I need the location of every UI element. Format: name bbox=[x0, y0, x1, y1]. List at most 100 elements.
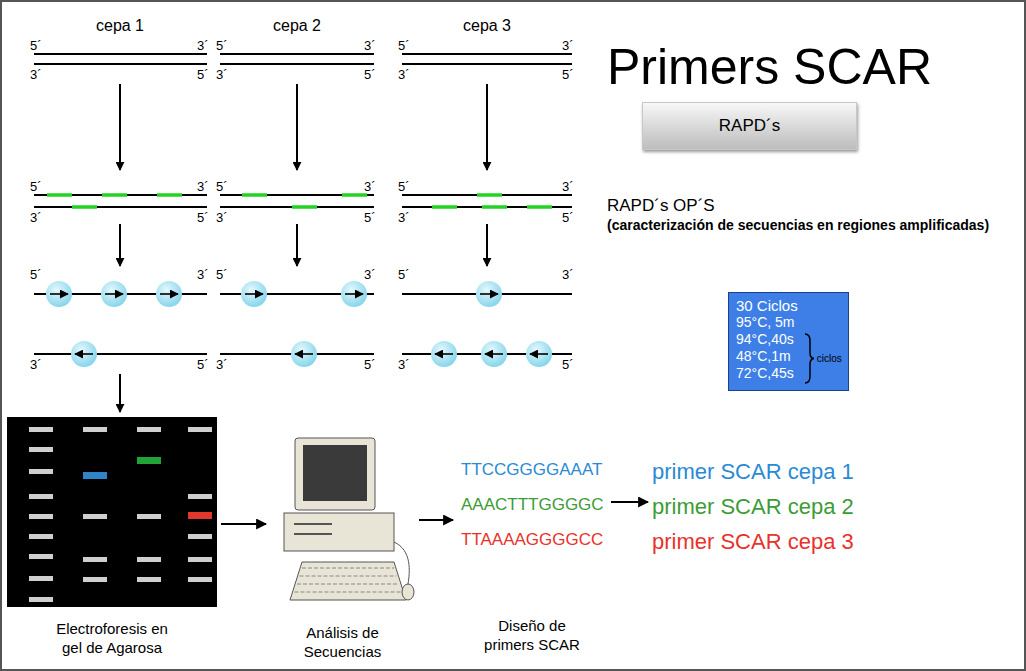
strand-end-label: 5´ bbox=[30, 179, 42, 195]
strand-end-label: 5´ bbox=[197, 357, 209, 373]
dna-strand bbox=[220, 194, 374, 196]
node-text: primer SCAR cepa 1 bbox=[652, 454, 854, 489]
program-steps: 30 Ciclos95°C, 5m94°C,40s48°C,1m72°C,45s bbox=[736, 297, 798, 384]
strand-end-label: 5´ bbox=[562, 357, 574, 373]
gel-panel: Electroforesis en gel de Agarosa bbox=[7, 417, 217, 658]
step-arrow bbox=[486, 84, 488, 170]
primer-site bbox=[157, 193, 182, 197]
step-arrow bbox=[119, 84, 121, 170]
strand-end-label: 3´ bbox=[216, 210, 228, 226]
gel-band bbox=[83, 557, 107, 562]
strand-end-label: 3´ bbox=[216, 67, 228, 83]
gel-band bbox=[83, 427, 107, 432]
flow-arrow bbox=[221, 523, 266, 525]
strand-end-label: 5´ bbox=[364, 357, 376, 373]
primer-direction bbox=[160, 293, 178, 295]
node-text: Electroforesis en gel de Agarosa bbox=[7, 620, 217, 658]
step-arrow bbox=[486, 224, 488, 266]
keyboard-keys bbox=[295, 592, 402, 593]
strain-label: cepa 2 bbox=[273, 16, 321, 35]
keyboard-keys bbox=[297, 584, 399, 585]
strain-label: cepa 3 bbox=[463, 16, 511, 35]
strand-end-label: 3´ bbox=[30, 67, 42, 83]
dna-strand bbox=[402, 63, 572, 65]
primer-list: primer SCAR cepa 1primer SCAR cepa 2prim… bbox=[652, 454, 854, 559]
node-text: Análisis de Secuencias bbox=[270, 624, 415, 662]
computer-keyboard bbox=[290, 562, 406, 600]
step-arrow bbox=[119, 224, 121, 266]
node-text: 48°C,1m bbox=[736, 348, 798, 365]
node-text: TTAAAAGGGGCC bbox=[457, 522, 607, 557]
dna-strand bbox=[220, 206, 374, 208]
node-text: 94°C,40s bbox=[736, 331, 798, 348]
primer-site bbox=[527, 205, 552, 209]
dna-strand bbox=[34, 194, 207, 196]
strand-end-label: 3´ bbox=[30, 357, 42, 373]
strand-end-label: 5´ bbox=[30, 267, 42, 283]
node-text: 95°C, 5m bbox=[736, 314, 798, 331]
primer-bubble bbox=[156, 281, 182, 307]
dna-strand bbox=[34, 53, 207, 55]
dna-strand bbox=[402, 353, 572, 355]
strand-end-label: 5´ bbox=[30, 38, 42, 54]
strain-label: cepa 1 bbox=[96, 16, 144, 35]
step-arrow bbox=[296, 224, 298, 266]
primer-direction bbox=[485, 353, 503, 355]
gel-band bbox=[29, 597, 53, 602]
agarose-gel bbox=[7, 417, 217, 607]
computer-panel: Análisis de Secuencias bbox=[270, 434, 415, 662]
strand-end-label: 3´ bbox=[562, 38, 574, 54]
node-text: RAPD´s bbox=[719, 116, 780, 136]
gel-band bbox=[188, 427, 212, 432]
keyboard-keys bbox=[302, 568, 394, 569]
gel-band bbox=[188, 557, 212, 562]
strand-end-label: 3´ bbox=[197, 179, 209, 195]
primer-bubble bbox=[101, 281, 127, 307]
primer-site bbox=[242, 193, 267, 197]
gel-band bbox=[188, 534, 212, 539]
gel-band bbox=[83, 577, 107, 582]
strand-end-label: 5´ bbox=[364, 210, 376, 226]
primer-direction bbox=[245, 293, 263, 295]
dna-strand bbox=[34, 206, 207, 208]
diagram-title: Primers SCAR bbox=[607, 38, 932, 96]
dna-strand bbox=[220, 53, 374, 55]
dna-strand bbox=[402, 206, 572, 208]
strand-end-label: 3´ bbox=[30, 210, 42, 226]
strand-end-label: 5´ bbox=[216, 38, 228, 54]
strand-end-label: 3´ bbox=[398, 357, 410, 373]
strand-end-label: 3´ bbox=[197, 267, 209, 283]
gel-band bbox=[188, 494, 212, 499]
primer-site bbox=[47, 193, 72, 197]
gel-band bbox=[188, 512, 212, 519]
strand-end-label: 3´ bbox=[398, 67, 410, 83]
gel-band bbox=[137, 577, 161, 582]
strand-end-label: 5´ bbox=[398, 267, 410, 283]
dna-strand bbox=[34, 353, 207, 355]
gel-band bbox=[29, 494, 53, 499]
strand-end-label: 5´ bbox=[364, 67, 376, 83]
strand-end-label: 5´ bbox=[197, 67, 209, 83]
gel-band bbox=[137, 514, 161, 519]
strand-end-label: 5´ bbox=[197, 210, 209, 226]
sequence-panel: TTCCGGGGAAATAAACTTTGGGGCTTAAAAGGGGCCDise… bbox=[457, 452, 607, 655]
strand-end-label: 3´ bbox=[216, 357, 228, 373]
node-text: Diseño de primers SCAR bbox=[457, 617, 607, 655]
node-text: primer SCAR cepa 2 bbox=[652, 489, 854, 524]
dna-strand bbox=[34, 63, 207, 65]
step-arrow bbox=[119, 374, 121, 412]
primer-direction bbox=[105, 293, 123, 295]
step-arrow bbox=[296, 84, 298, 170]
strand-end-label: 5´ bbox=[562, 67, 574, 83]
strand-end-label: 5´ bbox=[398, 38, 410, 54]
dna-strand bbox=[220, 353, 374, 355]
computer-drive bbox=[294, 533, 332, 535]
cycle-group: ciclos bbox=[804, 297, 842, 384]
method-note: (caracterización de secuencias en region… bbox=[607, 217, 992, 234]
gel-band bbox=[188, 577, 212, 582]
primer-site bbox=[482, 205, 507, 209]
primer-direction bbox=[75, 353, 93, 355]
primer-direction bbox=[295, 353, 313, 355]
